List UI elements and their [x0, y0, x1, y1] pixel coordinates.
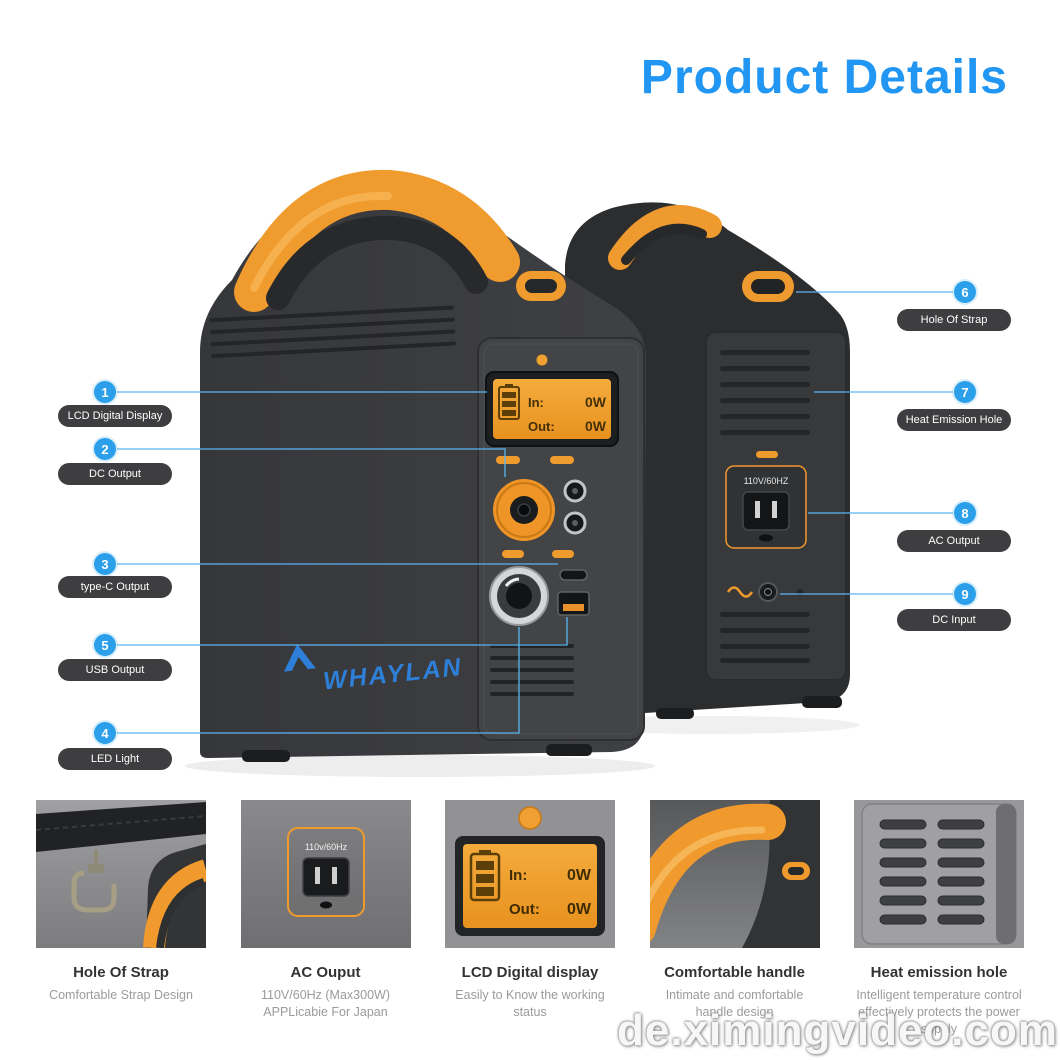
label-hole-of-strap: Hole Of Strap: [897, 309, 1011, 331]
lcd-in-label: In:: [528, 395, 544, 410]
callout-badge-7: 7: [954, 381, 976, 403]
feature-cards-row: Hole Of Strap Comfortable Strap Design 1…: [0, 800, 1060, 1038]
label-type-c-output: type-C Output: [58, 576, 172, 598]
battery-icon: [498, 384, 520, 420]
feature-desc: Intelligent temperature control effectiv…: [856, 988, 1022, 1036]
feature-desc: Comfortable Strap Design: [49, 988, 193, 1002]
lcd-thumb-in-label: In:: [509, 867, 527, 884]
lcd-thumb-in-value: 0W: [567, 867, 592, 884]
battery-icon: [469, 850, 501, 902]
feature-title: LCD Digital display: [461, 964, 599, 981]
heat-emission-vents-bottom: [720, 612, 810, 663]
callout-badge-2: 2: [94, 438, 116, 460]
feature-title: Comfortable handle: [664, 964, 805, 981]
foot: [656, 708, 694, 719]
page-title: Product Details: [640, 51, 1008, 104]
strap-thumb-image: [36, 800, 206, 948]
wave-icon: [726, 586, 754, 598]
dc-output-socket: [493, 479, 555, 541]
feature-desc: Intimate and comfortable handle design: [665, 988, 804, 1019]
dc-input-jack: [726, 582, 804, 602]
label-led-light: LED Light: [58, 748, 172, 770]
feature-title: AC Ouput: [290, 964, 361, 981]
label-usb-output: USB Output: [58, 659, 172, 681]
lcd-thumb-out-value: 0W: [567, 901, 592, 918]
feature-title: Hole Of Strap: [73, 964, 169, 981]
type-c-port: [559, 569, 588, 581]
lcd-out-label: Out:: [528, 419, 555, 434]
dc-label-pill: [496, 456, 520, 464]
label-lcd-digital-display: LCD Digital Display: [58, 405, 172, 427]
side-vents: [209, 305, 456, 359]
feature-card-handle: Comfortable handle Intimate and comforta…: [649, 800, 820, 1038]
metal-hook-icon: [71, 850, 117, 913]
feature-title: Heat emission hole: [870, 964, 1008, 981]
feature-card-strap: Hole Of Strap Comfortable Strap Design: [36, 800, 206, 1038]
lcd-display: In: 0W Out: 0W: [485, 371, 619, 447]
heat-emission-thumb-image: [854, 800, 1024, 948]
handle-icon: [649, 803, 786, 942]
lcd-thumb-out-label: Out:: [509, 901, 540, 918]
dc-label-pill: [550, 456, 574, 464]
power-indicator: [536, 354, 548, 366]
handle-thumb-image: [649, 800, 820, 948]
lcd-in-value: 0W: [585, 394, 607, 410]
heat-emission-vents-top: [720, 350, 810, 435]
feature-card-lcd: In: 0W Out: 0W LCD Digital display Easil…: [445, 800, 615, 1038]
shadow: [185, 755, 655, 777]
callout-badge-5: 5: [94, 634, 116, 656]
lcd-thumb-image: In: 0W Out: 0W: [445, 800, 615, 948]
strap-hole-front: [516, 271, 566, 301]
vent-slots-icon: [879, 819, 985, 925]
ac-thumb-voltage-label: 110v/60Hz: [304, 842, 347, 852]
callout-badge-9: 9: [954, 583, 976, 605]
feature-card-ac-output: 110v/60Hz AC Ouput 110V/60Hz (Max300W) A…: [240, 800, 411, 1038]
callout-badge-6: 6: [954, 281, 976, 303]
strap-hole: [742, 271, 794, 302]
ac-outlet: 110V/60HZ: [725, 465, 807, 549]
indicator-pill: [756, 451, 778, 458]
usb-label-pill: [552, 550, 574, 558]
feature-desc: Easily to Know the working status: [455, 988, 605, 1019]
label-dc-input: DC Input: [897, 609, 1011, 631]
callout-badge-1: 1: [94, 381, 116, 403]
callout-badge-8: 8: [954, 502, 976, 524]
ac-output-thumb-image: 110v/60Hz: [240, 800, 411, 948]
back-handle: [608, 205, 722, 270]
label-dc-output: DC Output: [58, 463, 172, 485]
lcd-out-value: 0W: [585, 418, 607, 434]
callout-badge-3: 3: [94, 553, 116, 575]
dc-round-jacks: [563, 479, 587, 535]
label-heat-emission-hole: Heat Emission Hole: [897, 409, 1011, 431]
product-illustration: 110V/60HZ: [185, 169, 860, 777]
ac-voltage-label: 110V/60HZ: [744, 476, 789, 486]
usb-a-port: [557, 591, 590, 616]
callout-badge-4: 4: [94, 722, 116, 744]
foot: [242, 750, 290, 762]
feature-desc: 110V/60Hz (Max300W) APPLicabie For Japan: [261, 988, 390, 1019]
led-flashlight: [489, 566, 549, 626]
feature-card-heat-emission: Heat emission hole Intelligent temperatu…: [854, 800, 1024, 1038]
ac-outlet-icon: [301, 857, 350, 909]
foot: [546, 744, 592, 756]
watermark: de.ximingvideo.com: [617, 1006, 1058, 1055]
foot: [802, 696, 842, 708]
usb-label-pill: [502, 550, 524, 558]
label-ac-output: AC Output: [897, 530, 1011, 552]
